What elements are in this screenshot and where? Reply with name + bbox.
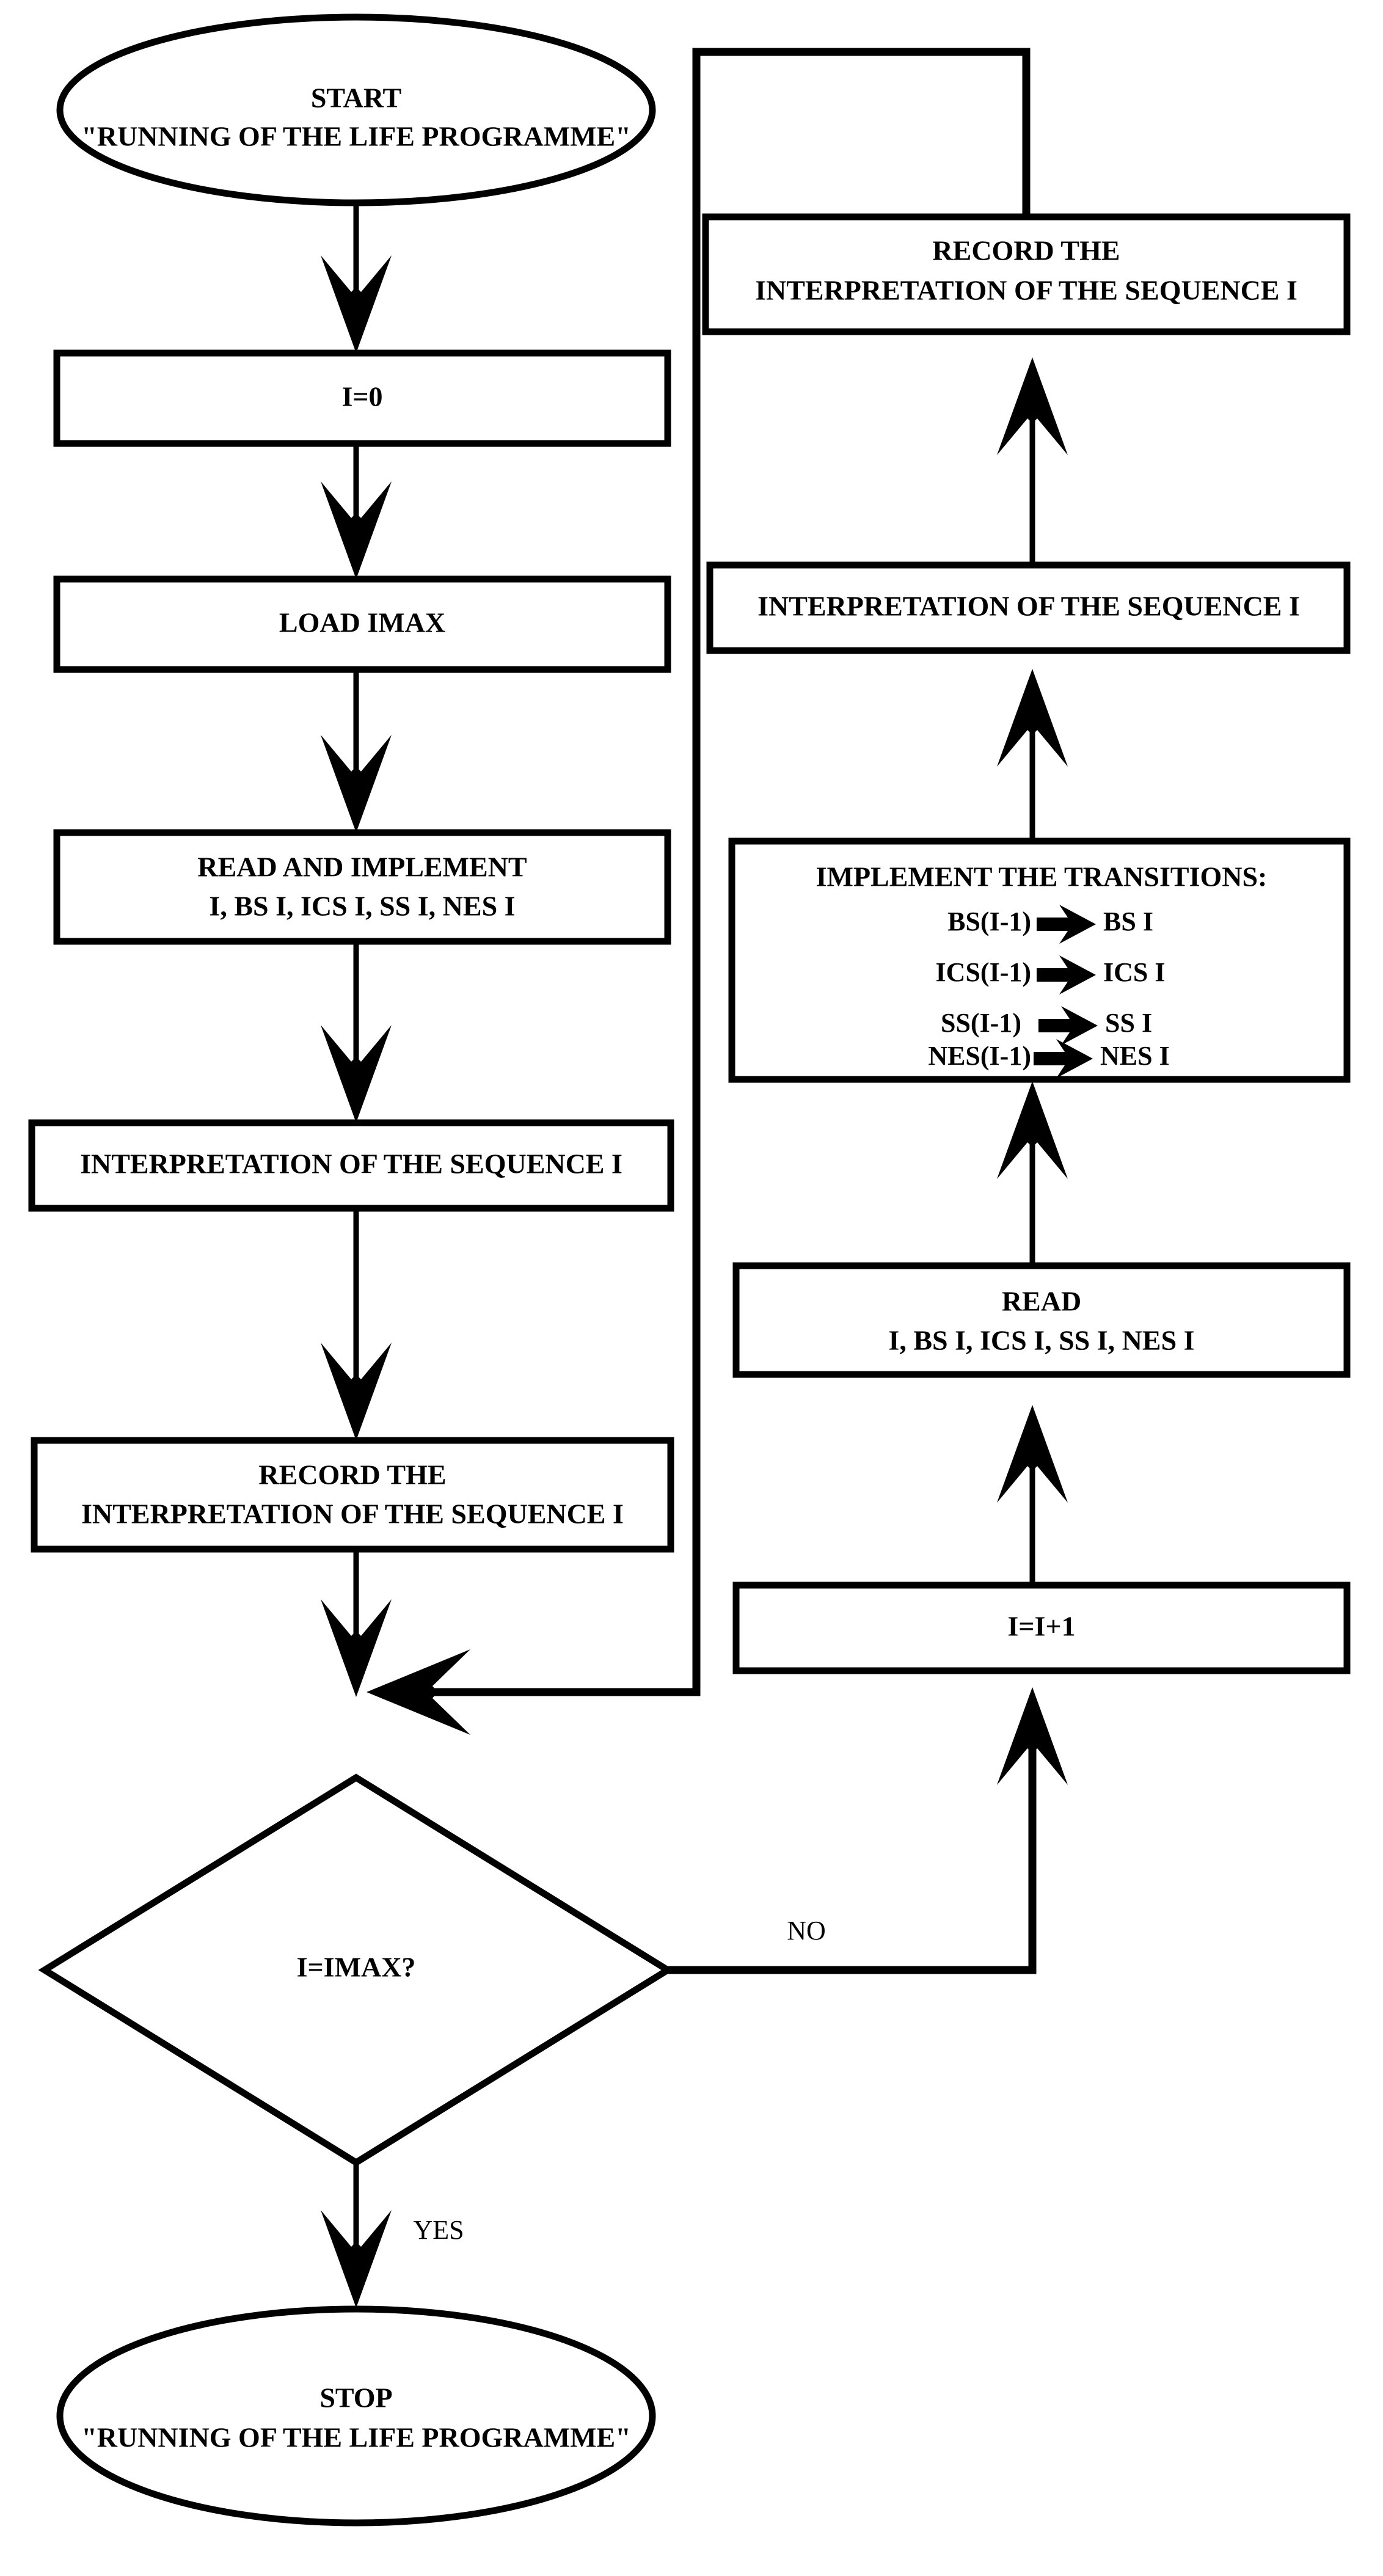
start-label-line2: "RUNNING OF THE LIFE PROGRAMME" [81,121,631,152]
transition-arrow-icon [1037,955,1096,994]
edge-label-no: NO [787,1916,826,1946]
load-imax-label: LOAD IMAX [279,607,445,638]
interpretation-right-box [706,561,1351,654]
node-read-right[interactable]: READ I, BS I, ICS I, SS I, NES I [732,1262,1351,1378]
edge-record-to-decision [321,1549,392,1697]
node-record-left[interactable]: RECORD THE INTERPRETATION OF THE SEQUENC… [31,1437,674,1553]
transition-row-1-from: ICS(I-1) [936,957,1031,987]
record-left-label-line2: INTERPRETATION OF THE SEQUENCE I [81,1498,624,1530]
transition-row: NES(I-1) NES I [928,1039,1170,1078]
record-right-label-line2: INTERPRETATION OF THE SEQUENCE I [755,275,1297,306]
transition-row-2-from: SS(I-1) [941,1008,1021,1038]
node-start[interactable]: START "RUNNING OF THE LIFE PROGRAMME" [56,13,656,206]
record-right-box [702,213,1351,335]
node-transitions[interactable]: IMPLEMENT THE TRANSITIONS: BS(I-1) BS I … [728,837,1351,1083]
edge-increment-to-read [997,1405,1068,1585]
edge-transitions-to-interp-right [997,669,1068,841]
node-load-imax[interactable]: LOAD IMAX [53,575,671,673]
node-record-right[interactable]: RECORD THE INTERPRETATION OF THE SEQUENC… [702,213,1351,335]
edge-decision-no: NO [668,1687,1068,1974]
stop-ellipse [56,2305,656,2527]
record-left-label-line1: RECORD THE [258,1459,446,1491]
edge-feedback-loop [367,48,1031,1735]
transition-row-3-from: NES(I-1) [928,1041,1031,1071]
node-read-implement[interactable]: READ AND IMPLEMENT I, BS I, ICS I, SS I,… [53,829,671,945]
read-right-box [732,1262,1351,1378]
edge-readimpl-to-interp [321,941,392,1123]
edge-init-to-load [321,443,392,579]
read-right-label-line2: I, BS I, ICS I, SS I, NES I [888,1325,1194,1356]
transition-row-0-from: BS(I-1) [947,907,1031,936]
transition-row-0-to: BS I [1103,907,1153,936]
transition-row-2-to: SS I [1105,1008,1152,1038]
init-i-label: I=0 [341,381,382,412]
transition-row: BS(I-1) BS I [947,905,1153,944]
edge-start-to-init [321,203,392,353]
stop-label-line2: "RUNNING OF THE LIFE PROGRAMME" [81,2422,631,2453]
interpretation-right-label: INTERPRETATION OF THE SEQUENCE I [757,591,1300,622]
read-implement-label-line1: READ AND IMPLEMENT [197,852,527,883]
load-imax-box [53,575,671,673]
start-label-line1: START [311,82,401,114]
edge-decision-yes: YES [321,2162,464,2308]
node-decision[interactable]: I=IMAX? [38,1773,674,2167]
node-stop[interactable]: STOP "RUNNING OF THE LIFE PROGRAMME" [56,2305,656,2527]
increment-i-label: I=I+1 [1007,1611,1075,1642]
init-i-box [53,349,671,447]
transition-arrow-icon [1034,1039,1093,1078]
transition-arrow-icon [1038,1006,1098,1045]
node-interpretation-left[interactable]: INTERPRETATION OF THE SEQUENCE I [28,1119,674,1212]
edge-label-yes: YES [413,2215,464,2245]
edge-read-to-transitions [997,1081,1068,1266]
transition-row-3-to: NES I [1100,1041,1170,1071]
interpretation-left-label: INTERPRETATION OF THE SEQUENCE I [80,1148,622,1180]
record-left-box [31,1437,674,1553]
transitions-title: IMPLEMENT THE TRANSITIONS: [816,861,1268,892]
read-right-label-line1: READ [1002,1286,1081,1317]
transition-row-1-to: ICS I [1103,957,1166,987]
node-interpretation-right[interactable]: INTERPRETATION OF THE SEQUENCE I [706,561,1351,654]
transition-row: ICS(I-1) ICS I [936,955,1166,994]
stop-label-line1: STOP [319,2382,392,2414]
edge-interp-right-to-record-right [997,357,1068,565]
transition-arrow-icon [1037,905,1096,944]
read-implement-box [53,829,671,945]
interpretation-left-box [28,1119,674,1212]
transitions-box [728,837,1351,1083]
read-implement-label-line2: I, BS I, ICS I, SS I, NES I [209,891,515,922]
decision-label: I=IMAX? [297,1952,416,1983]
node-increment-i[interactable]: I=I+1 [732,1582,1351,1674]
transition-row: SS(I-1) SS I [941,1006,1152,1045]
edge-load-to-readimpl [321,670,392,833]
edge-interp-to-record-left [321,1208,392,1440]
node-init-i[interactable]: I=0 [53,349,671,447]
record-right-label-line1: RECORD THE [932,235,1120,266]
increment-i-box [732,1582,1351,1674]
